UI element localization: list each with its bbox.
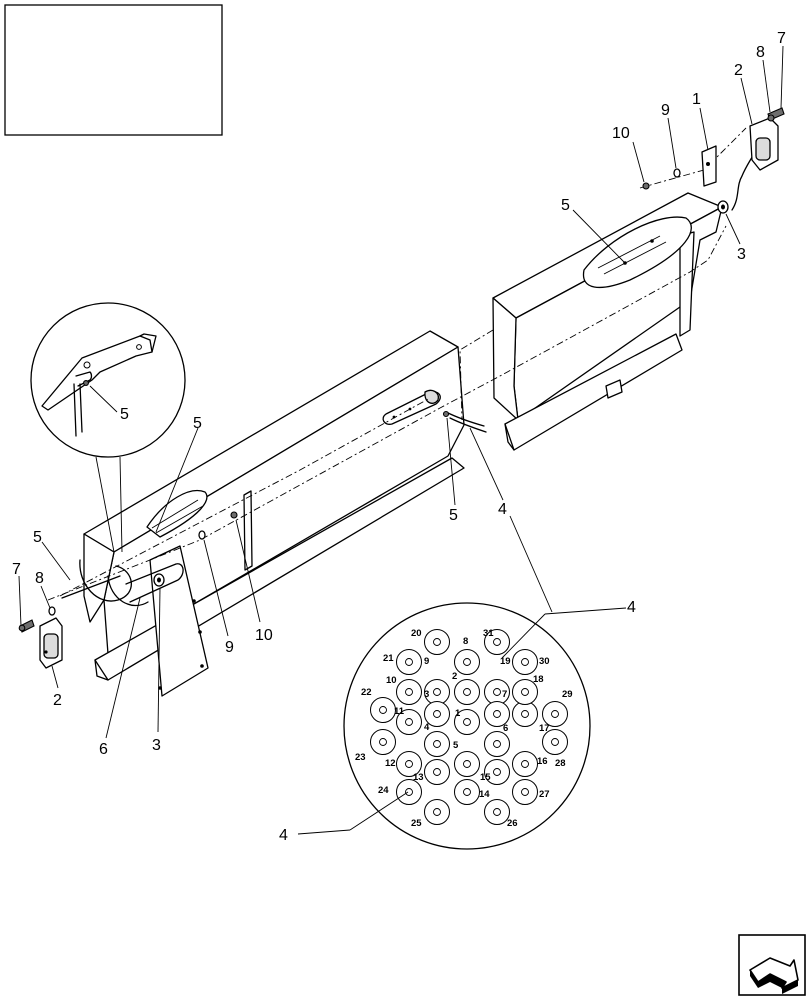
pin-number-label: 12 <box>385 758 396 769</box>
pin-socket-center <box>521 710 529 718</box>
pin-socket-center <box>463 658 471 666</box>
pin-socket-center <box>433 808 441 816</box>
callout-7-left: 7 <box>12 561 21 578</box>
connector-face: 1234567891011121314151617181920212223242… <box>343 602 591 850</box>
callout-10-top: 10 <box>612 125 630 142</box>
pin-number-label: 24 <box>378 785 389 796</box>
pin-number-label: 8 <box>463 636 468 647</box>
callout-4-right: 4 <box>627 599 636 616</box>
main-shield-panel <box>83 330 465 697</box>
pin-number-label: 9 <box>424 656 429 667</box>
callout-labels: 1 2 8 7 9 10 3 5 5 5 5 5 4 4 4 9 10 7 8 … <box>12 30 786 844</box>
pin-number-label: 29 <box>562 689 573 700</box>
pin-socket-center <box>551 710 559 718</box>
pin-socket-center <box>521 658 529 666</box>
pin-number-label: 22 <box>361 687 372 698</box>
callout-3-left: 3 <box>152 737 161 754</box>
pin-number-label: 30 <box>539 656 550 667</box>
pin-number-label: 26 <box>507 818 518 829</box>
pin-number-label: 20 <box>411 628 422 639</box>
pin-socket-center <box>493 740 501 748</box>
pin-number-label: 11 <box>394 706 405 717</box>
pin-socket-center <box>463 688 471 696</box>
pin-socket-center <box>379 706 387 714</box>
pin-number-label: 15 <box>480 772 491 783</box>
callout-5-right: 5 <box>561 197 570 214</box>
pin-socket-center <box>405 718 413 726</box>
right-shield-panel <box>459 192 723 451</box>
pin-socket-center <box>433 740 441 748</box>
callout-9-top: 9 <box>661 102 670 119</box>
detail-view <box>30 302 186 553</box>
pin-number-label: 17 <box>539 723 550 734</box>
pin-socket-center <box>493 808 501 816</box>
callout-2-right: 2 <box>734 62 743 79</box>
pin-socket-center <box>493 688 501 696</box>
pin-number-label: 5 <box>453 740 459 751</box>
pin-socket-center <box>521 688 529 696</box>
pin-socket-center <box>405 688 413 696</box>
callout-6: 6 <box>99 741 108 758</box>
callout-8-right: 8 <box>756 44 765 61</box>
pin-socket-center <box>493 768 501 776</box>
pin-number-label: 3 <box>424 689 429 700</box>
pin-number-label: 18 <box>533 674 544 685</box>
callout-5-detail: 5 <box>120 406 129 423</box>
wiring-harness <box>47 127 757 607</box>
detail-circle <box>30 302 186 458</box>
pin-socket-center <box>551 738 559 746</box>
callout-4-bottom: 4 <box>279 827 288 844</box>
pin-socket-center <box>463 760 471 768</box>
pin-number-label: 23 <box>355 752 366 763</box>
pin-number-label: 28 <box>555 758 566 769</box>
pin-socket-center <box>433 768 441 776</box>
pin-number-label: 2 <box>452 671 457 682</box>
callout-1: 1 <box>692 91 701 108</box>
hardware-right <box>642 107 785 214</box>
pin-number-label: 31 <box>483 628 494 639</box>
pin-number-label: 10 <box>386 675 397 686</box>
pin-socket-center <box>493 710 501 718</box>
pin-socket-center <box>379 738 387 746</box>
leader-lines <box>18 45 784 835</box>
callout-5-center: 5 <box>449 507 458 524</box>
pin-number-label: 6 <box>503 723 508 734</box>
pin-socket-center <box>405 760 413 768</box>
callout-5-left: 5 <box>33 529 42 546</box>
pin-number-label: 14 <box>479 789 490 800</box>
pin-socket-center <box>463 718 471 726</box>
callout-4-top: 4 <box>498 501 507 518</box>
title-box <box>4 4 223 136</box>
pin-socket-center <box>405 788 413 796</box>
pin-number-label: 4 <box>424 722 430 733</box>
callout-3-right: 3 <box>737 246 746 263</box>
pin-number-label: 16 <box>537 756 548 767</box>
pin-socket-center <box>521 760 529 768</box>
connector-pins: 1234567891011121314151617181920212223242… <box>355 628 573 829</box>
callout-9-bottom: 9 <box>225 639 234 656</box>
pin-socket-center <box>493 638 501 646</box>
callout-8-left: 8 <box>35 570 44 587</box>
pin-number-label: 13 <box>413 772 424 783</box>
pin-socket-center <box>433 638 441 646</box>
pin-socket-center <box>433 710 441 718</box>
pin-number-label: 1 <box>455 708 461 719</box>
pin-number-label: 7 <box>502 689 507 700</box>
nav-arrow-icon[interactable] <box>738 934 806 996</box>
pin-socket-center <box>521 788 529 796</box>
pin-number-label: 27 <box>539 789 550 800</box>
pin-number-label: 21 <box>383 653 394 664</box>
pin-socket-center <box>433 688 441 696</box>
callout-2-left: 2 <box>53 692 62 709</box>
pin-number-label: 25 <box>411 818 422 829</box>
hardware-left <box>18 410 450 669</box>
pin-socket-center <box>463 788 471 796</box>
callout-5-top: 5 <box>193 415 202 432</box>
callout-7-right: 7 <box>777 30 786 47</box>
pin-socket-center <box>405 658 413 666</box>
pin-number-label: 19 <box>500 656 511 667</box>
callout-10-bottom: 10 <box>255 627 273 644</box>
